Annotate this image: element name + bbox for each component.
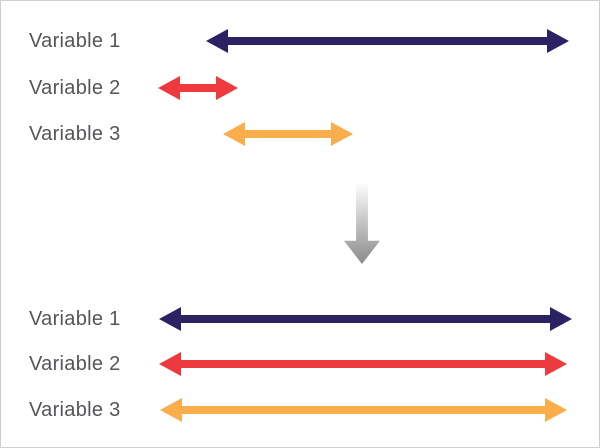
arrow-right-head	[545, 352, 567, 376]
before-variable-3-range-arrow-icon	[223, 122, 353, 146]
after-variable-1-range-arrow-icon	[159, 307, 572, 331]
arrow-shaft	[181, 315, 550, 323]
variable-1-label: Variable 1	[29, 308, 121, 330]
arrow-shaft	[228, 37, 547, 45]
arrow-shaft	[245, 130, 331, 138]
arrow-shaft	[182, 406, 545, 414]
before-row-variable-2: Variable 2	[1, 76, 599, 100]
after-variable-2-range-arrow-icon	[159, 352, 567, 376]
arrow-right-head	[331, 122, 353, 146]
after-row-variable-3: Variable 3	[1, 398, 599, 422]
arrow-left-head	[206, 29, 228, 53]
arrow-right-head	[550, 307, 572, 331]
before-variable-1-range-arrow-icon	[206, 29, 569, 53]
arrow-shaft	[181, 360, 545, 368]
variable-3-label: Variable 3	[29, 399, 121, 421]
arrow-left-head	[159, 352, 181, 376]
variable-2-label: Variable 2	[29, 77, 121, 99]
variable-1-label: Variable 1	[29, 30, 121, 52]
arrow-left-head	[159, 307, 181, 331]
after-variable-3-range-arrow-icon	[160, 398, 567, 422]
before-row-variable-3: Variable 3	[1, 122, 599, 146]
arrow-right-head	[216, 76, 238, 100]
variable-3-label: Variable 3	[29, 123, 121, 145]
arrow-right-head	[545, 398, 567, 422]
after-row-variable-2: Variable 2	[1, 352, 599, 376]
before-row-variable-1: Variable 1	[1, 29, 599, 53]
arrow-left-head	[223, 122, 245, 146]
after-row-variable-1: Variable 1	[1, 307, 599, 331]
arrow-left-head	[160, 398, 182, 422]
variable-2-label: Variable 2	[29, 353, 121, 375]
before-variable-2-range-arrow-icon	[158, 76, 238, 100]
arrow-left-head	[158, 76, 180, 100]
arrow-right-head	[547, 29, 569, 53]
arrow-shaft	[180, 84, 216, 92]
transform-down-arrow-icon	[344, 184, 380, 264]
